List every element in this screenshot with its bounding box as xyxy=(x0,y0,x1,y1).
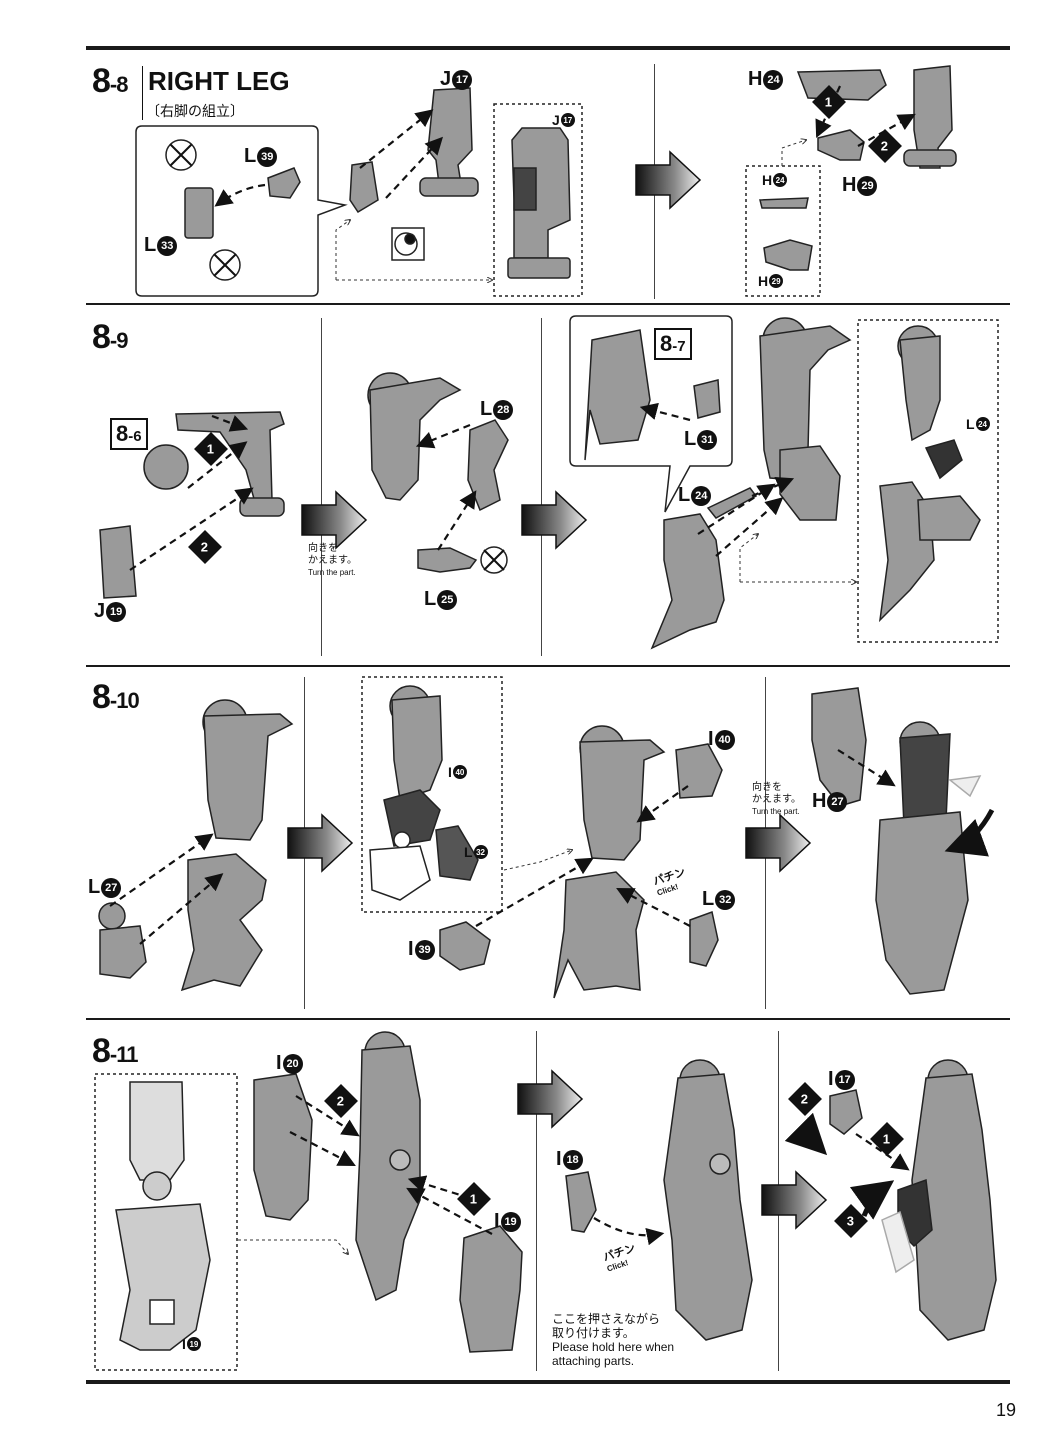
divider-8-9 xyxy=(86,303,1010,305)
step-major: 8 xyxy=(92,678,111,716)
top-rule xyxy=(86,46,1010,50)
page-number: 19 xyxy=(996,1400,1017,1420)
ref-step-8-7: 8-7 xyxy=(654,328,692,360)
divider-8-11 xyxy=(86,1018,1010,1020)
step-major: 8 xyxy=(92,318,111,356)
step-minor: -10 xyxy=(109,688,140,713)
hold-note: ここを押さえながら 取り付けます。Please hold here when a… xyxy=(552,1312,675,1368)
turn-note: 向きを かえます。Turn the part. xyxy=(752,782,801,816)
vdiv xyxy=(321,318,322,656)
step-minor: -9 xyxy=(109,328,129,353)
step-number-8-8: 8-8 xyxy=(92,62,129,101)
step-minor: -11 xyxy=(109,1042,139,1067)
vdiv xyxy=(541,318,542,656)
step-minor: -8 xyxy=(109,72,129,97)
bottom-rule xyxy=(86,1380,1010,1384)
divider-8-10 xyxy=(86,665,1010,667)
step-number-8-9: 8-9 xyxy=(92,318,129,357)
step-major: 8 xyxy=(92,62,111,100)
section-title-jp: 〔右脚の組立〕 xyxy=(146,103,244,119)
ref-step-8-6: 8-6 xyxy=(110,418,148,450)
title-bar xyxy=(142,66,143,120)
step-number-8-10: 8-10 xyxy=(92,678,140,717)
turn-note: 向きを かえます。Turn the part. xyxy=(308,543,357,577)
step-major: 8 xyxy=(92,1032,111,1070)
step-number-8-11: 8-11 xyxy=(92,1032,139,1071)
section-title: RIGHT LEG xyxy=(148,66,290,96)
vdiv xyxy=(536,1031,537,1371)
